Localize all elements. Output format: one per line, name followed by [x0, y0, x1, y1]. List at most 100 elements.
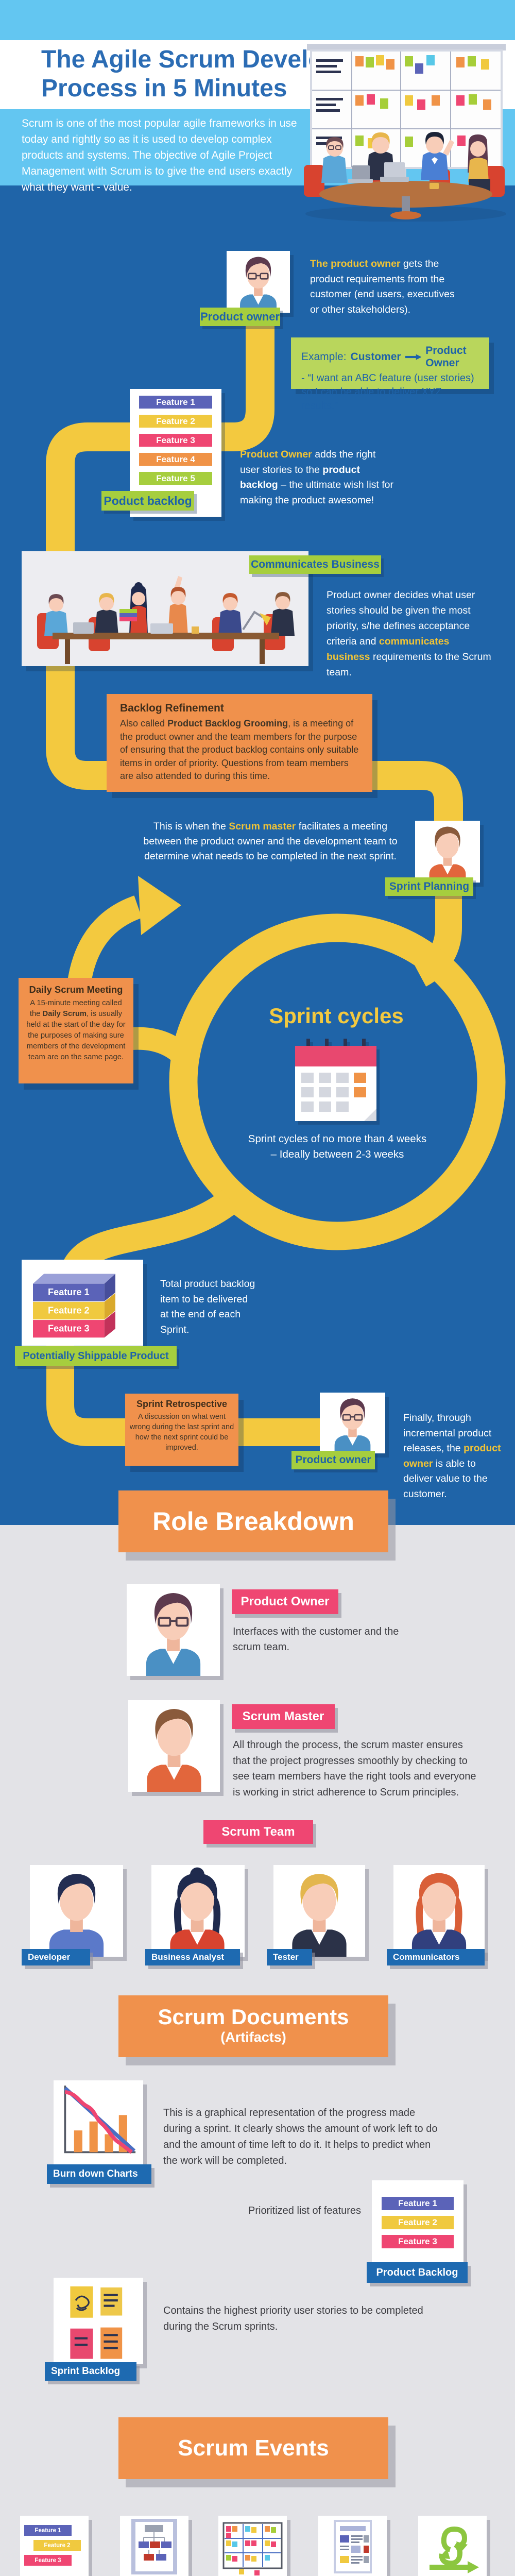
final-product-owner-label: Product owner	[291, 1451, 375, 1469]
scrum-board-icon	[222, 2522, 283, 2575]
sprint-backlog-paragraph: Contains the highest priority user stori…	[163, 2305, 423, 2332]
communicates-business-label: Communicates Business	[249, 555, 381, 574]
retrospective-loop-icon	[430, 2526, 479, 2573]
tester-avatar	[292, 1874, 347, 1957]
step1-rest: gets the product requirements from the c…	[310, 258, 455, 315]
board-list-lines	[316, 59, 343, 145]
daily-bold: Daily Scrum	[42, 1010, 87, 1018]
example-prefix: Example:	[301, 351, 347, 363]
shippable-product-card: Feature 1 Feature 2 Feature 3	[22, 1260, 143, 1346]
daily-post: , is usually held at the start of the da…	[26, 1010, 126, 1061]
sticky-notes	[355, 55, 491, 150]
team-scrumboard-illustration	[304, 44, 506, 222]
refinement-bold: Product Backlog Grooming	[167, 718, 288, 728]
feature-3d-label: Feature 3	[48, 1323, 90, 1333]
example-to: Product Owner	[425, 345, 467, 369]
feature-3d-label: Feature 2	[48, 1305, 90, 1315]
documents-banner-line2: (Artifacts)	[220, 2029, 286, 2045]
final-paragraph: Finally, through incremental product rel…	[403, 1411, 506, 1502]
daily-scrum-title: Daily Scrum Meeting	[29, 984, 123, 995]
event-sprint-planning-card	[120, 2516, 188, 2576]
scrum-events-banner: Scrum Events	[118, 2417, 388, 2479]
business-analyst-label: Business Analyst	[145, 1949, 240, 1965]
role-scrum-master-text: All through the process, the scrum maste…	[233, 1739, 476, 1798]
feature-bar: Feature 2	[33, 2540, 81, 2551]
feature-bar: Feature 3	[382, 2235, 454, 2248]
refinement-pre: Also called	[120, 718, 168, 728]
communicators-avatar	[411, 1873, 467, 1957]
final-pre: Finally, through incremental product rel…	[403, 1412, 492, 1454]
shippable-paragraph: Total product backlog item to be deliver…	[160, 1278, 255, 1335]
tester-portrait	[273, 1865, 365, 1957]
scrum-documents-banner: Scrum Documents (Artifacts)	[118, 1995, 388, 2057]
people	[44, 576, 295, 636]
backlog-refinement-body: Also called Product Backlog Grooming, is…	[120, 717, 359, 783]
document-icon	[334, 2520, 372, 2573]
flowchart-icon	[131, 2519, 177, 2574]
step1-highlight: The product owner	[310, 258, 401, 269]
communicators-portrait	[393, 1865, 485, 1957]
cycles-caption-line1: Sprint cycles of no more than 4 weeks	[248, 1133, 427, 1145]
product-owner-avatar	[240, 257, 277, 313]
burn-down-paragraph: This is a graphical representation of th…	[163, 2107, 438, 2166]
prioritized-caption: Prioritized list of features	[248, 2205, 361, 2216]
sprint-backlog-label: Sprint Backlog	[45, 2362, 136, 2381]
product-owner-label: Product owner	[200, 308, 280, 326]
business-analyst-avatar	[170, 1867, 225, 1957]
developer-avatar	[49, 1874, 104, 1957]
feature-bar: Feature 1	[382, 2197, 454, 2210]
sprint-cycles-title: Sprint cycles	[269, 1004, 404, 1028]
sp-highlight: Scrum master	[229, 821, 296, 832]
example-from: Customer	[350, 351, 401, 363]
feature-bar: Feature 3	[24, 2555, 72, 2566]
feature-bar: Feature 2	[139, 415, 212, 428]
laptops	[348, 162, 439, 189]
example-quote: - “I want an ABC feature (user stories) …	[301, 372, 474, 412]
scrum-team-label: Scrum Team	[203, 1820, 313, 1844]
product-backlog-artifact-label: Product Backlog	[367, 2262, 468, 2283]
retrospective-title: Sprint Retrospective	[136, 1399, 228, 1409]
product-owner-avatar	[146, 1593, 201, 1676]
feature-bar: Feature 2	[382, 2216, 454, 2229]
sprint-planning-paragraph: This is when the Scrum master facilitate…	[139, 819, 402, 864]
feature-bar: Feature 5	[139, 472, 212, 485]
developer-portrait	[30, 1865, 123, 1957]
daily-scrum-body: A 15-minute meeting called the Daily Scr…	[24, 998, 128, 1063]
step2-highlight: Product Owner	[240, 449, 312, 460]
final-product-owner-portrait	[320, 1393, 385, 1453]
documents-banner-line1: Scrum Documents	[158, 2005, 349, 2029]
meeting-table	[53, 633, 279, 639]
step1-paragraph: The product owner gets the product requi…	[310, 257, 465, 317]
cycles-caption-line2: – Ideally between 2-3 weeks	[270, 1148, 404, 1160]
scrum-master-portrait	[415, 821, 480, 883]
team-meeting-illustration	[22, 551, 308, 666]
shippable-product-label: Potentially Shippable Product	[15, 1346, 177, 1366]
burndown-chart-icon	[63, 2086, 136, 2154]
final-post: is able to deliver value to the customer…	[403, 1458, 488, 1500]
event-backlog-refinement-card: Feature 1 Feature 2 Feature 3	[20, 2516, 89, 2576]
product-owner-portrait	[227, 251, 290, 313]
business-analyst-portrait	[151, 1865, 245, 1957]
title-line2: Process in 5 Minutes	[41, 75, 287, 102]
feature-bar: Feature 1	[24, 2525, 72, 2536]
burn-down-charts-label: Burn down Charts	[47, 2164, 151, 2184]
feature-3d-label: Feature 1	[48, 1287, 90, 1297]
sprint-planning-label: Sprint Planning	[385, 877, 473, 896]
developer-label: Developer	[22, 1949, 90, 1965]
role-product-owner-portrait	[127, 1584, 220, 1676]
tester-label: Tester	[267, 1949, 312, 1965]
event-daily-scrum-card	[218, 2516, 287, 2576]
product-backlog-artifact-card: Feature 1 Feature 2 Feature 3	[372, 2180, 464, 2273]
sticky-notes-icon	[70, 2286, 123, 2359]
product-backlog-label: Poduct backlog	[101, 491, 194, 511]
daily-scrum-box: Daily Scrum Meeting A 15-minute meeting …	[19, 978, 133, 1083]
sprint-cycles-caption: Sprint cycles of no more than 4 weeks – …	[242, 1131, 433, 1162]
intro-paragraph: Scrum is one of the most popular agile f…	[22, 117, 297, 193]
product-owner-avatar	[334, 1398, 371, 1453]
round-table	[319, 181, 492, 208]
event-sprint-review-card	[318, 2516, 387, 2576]
communicators-label: Communicators	[387, 1949, 485, 1965]
step3-paragraph: Product owner decides what user stories …	[327, 587, 491, 680]
event-sprint-retrospective-card	[418, 2516, 487, 2576]
